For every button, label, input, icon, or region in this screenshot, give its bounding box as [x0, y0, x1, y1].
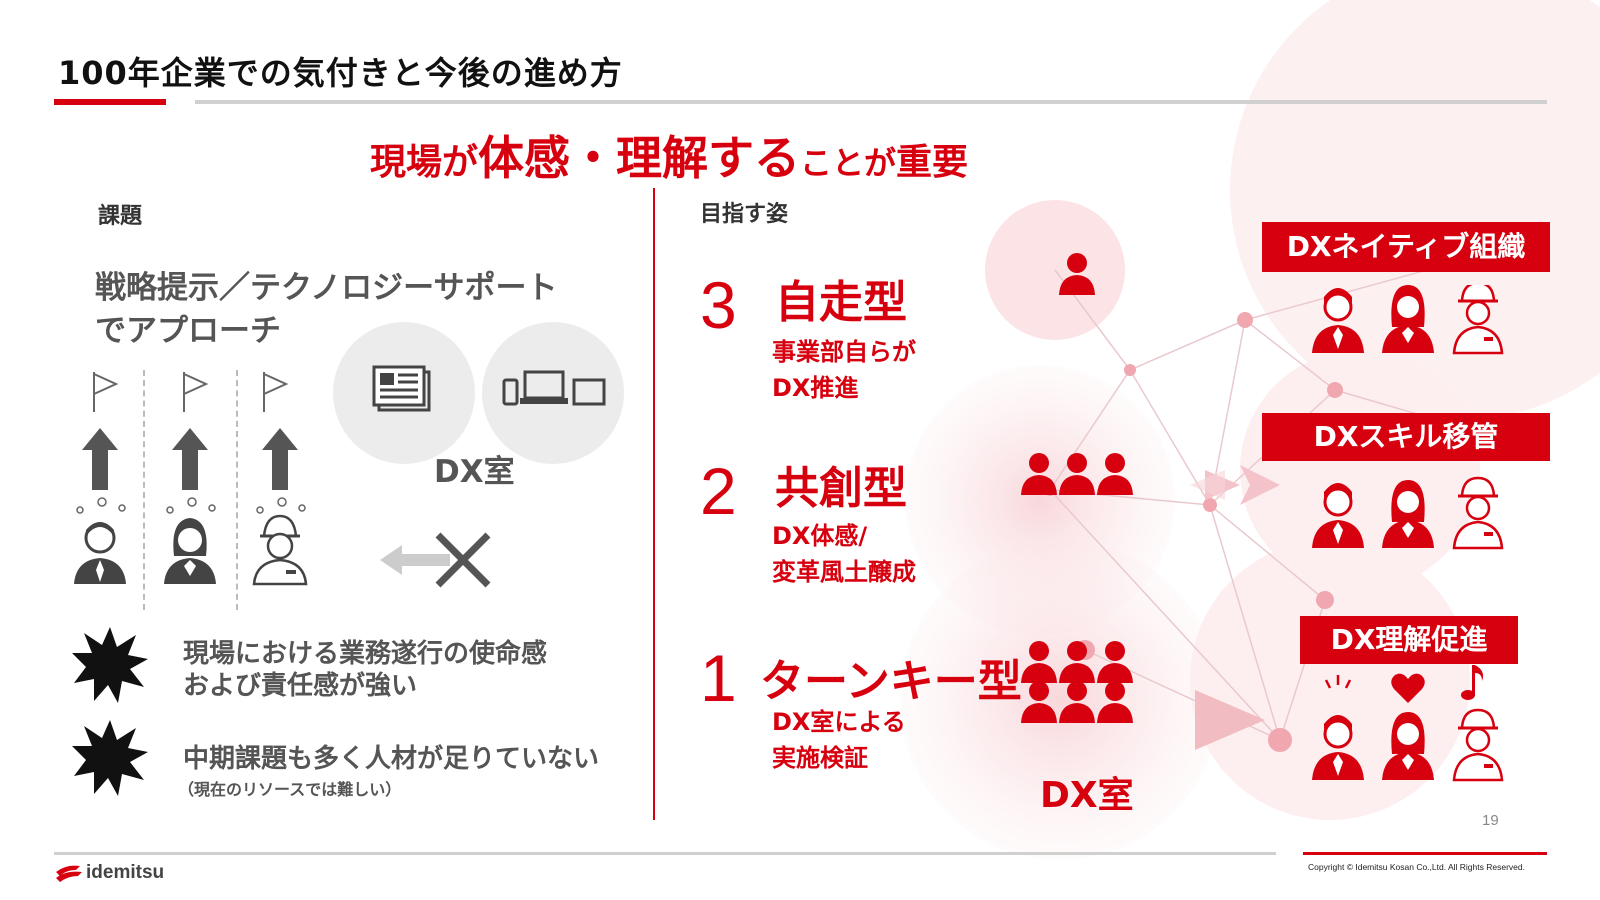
dx-staff-icons: [1021, 253, 1133, 723]
issue1-line2: および責任感が強い: [183, 671, 418, 701]
approach-line2: でアプローチ: [95, 313, 281, 349]
level-desc-line2: DX推進: [772, 374, 859, 402]
page-number: 19: [1482, 812, 1499, 829]
issues-label: 課題: [98, 204, 143, 229]
businesswoman-icon: [1382, 480, 1434, 548]
devices-circle: [482, 322, 624, 464]
burst-icon: [72, 627, 148, 703]
column-divider: [236, 370, 238, 610]
excitement-icon: [1324, 675, 1352, 689]
businessman-icon: [1310, 286, 1366, 355]
dx-understanding-box: DX理解促進: [1300, 616, 1518, 664]
title-underline-accent: [54, 99, 166, 105]
issue2-line1: 中期課題も多く人材が足りていない: [183, 744, 600, 774]
dx-skill-transfer-box: DXスキル移管: [1262, 413, 1550, 461]
copyright-text: Copyright © Idemitsu Kosan Co.,Ltd. All …: [1308, 862, 1525, 872]
person-icon: [1059, 453, 1095, 495]
headline: 現場が体感・理解することが重要: [370, 122, 968, 188]
section-divider: [653, 188, 655, 820]
right-dx-room-label: DX室: [1040, 775, 1134, 816]
music-note-icon: [1461, 665, 1484, 700]
up-arrow-icon: [82, 428, 298, 490]
person-icon: [1059, 641, 1095, 683]
person-icon: [1059, 253, 1095, 295]
level-number: 3: [700, 268, 737, 342]
level-desc-line2: 実施検証: [772, 744, 868, 772]
left-dx-room-label: DX室: [434, 454, 515, 490]
person-icon: [1059, 681, 1095, 723]
page-title: 100年企業での気付きと今後の進め方: [58, 54, 623, 92]
construction-worker-icon: [1452, 708, 1504, 782]
businesswoman-icon: [1382, 285, 1434, 353]
heart-icon: [1391, 673, 1425, 703]
document-circle: [333, 322, 475, 464]
businessman-icon: [1310, 713, 1366, 782]
person-icon: [1097, 453, 1133, 495]
person-icon: [1097, 681, 1133, 723]
businesswoman-icon: [1382, 712, 1434, 780]
construction-worker-icon: [252, 514, 308, 586]
issue2-note: （現在のリソースでは難しい）: [178, 780, 402, 799]
level-name: 自走型: [775, 277, 907, 328]
headline-part4: 重要: [896, 142, 969, 183]
businessman-icon: [1310, 481, 1366, 550]
issue1-line1: 現場における業務遂行の使命感: [183, 639, 548, 669]
level-name: ターンキー型: [760, 656, 1022, 707]
approach-line1: 戦略提示／テクノロジーサポート: [95, 270, 558, 306]
level-desc-line1: DX体感/: [772, 522, 868, 550]
title-underline: [195, 100, 1547, 104]
business-staff-groups: [1310, 285, 1504, 782]
footer-accent-line: [1303, 852, 1547, 855]
flag-icon: [93, 372, 289, 412]
construction-worker-icon: [1452, 285, 1504, 355]
headline-part3: ことが: [800, 144, 897, 182]
person-icon: [1021, 641, 1057, 683]
burst-icon: [72, 720, 148, 796]
person-icon: [1021, 453, 1057, 495]
headline-part2: 体感・理解する: [478, 131, 801, 185]
level-desc-line2: 変革風土醸成: [772, 558, 916, 586]
level-name: 共創型: [775, 463, 907, 514]
idemitsu-logo-text: idemitsu: [86, 862, 165, 883]
level-number: 2: [700, 454, 737, 528]
idemitsu-logo-icon: [56, 865, 82, 882]
newspaper-icon: [372, 365, 431, 412]
businesswoman-icon: [164, 518, 216, 584]
level-desc-line1: DX室による: [772, 708, 906, 736]
construction-worker-icon: [1452, 476, 1504, 550]
person-icon: [1097, 641, 1133, 683]
field-staff-graphic: [74, 372, 308, 586]
level-number: 1: [700, 641, 737, 715]
footer-divider: [54, 852, 1276, 855]
blocked-arrow-icon: [380, 532, 491, 588]
devices-icon: [502, 370, 606, 406]
level-desc-line1: 事業部自らが: [772, 338, 916, 366]
person-icon: [1021, 681, 1057, 723]
headline-part1: 現場が: [370, 142, 479, 183]
column-divider: [143, 370, 145, 610]
dx-native-org-box: DXネイティブ組織: [1262, 222, 1550, 272]
businessman-icon: [74, 522, 126, 584]
goal-label: 目指す姿: [700, 202, 789, 227]
